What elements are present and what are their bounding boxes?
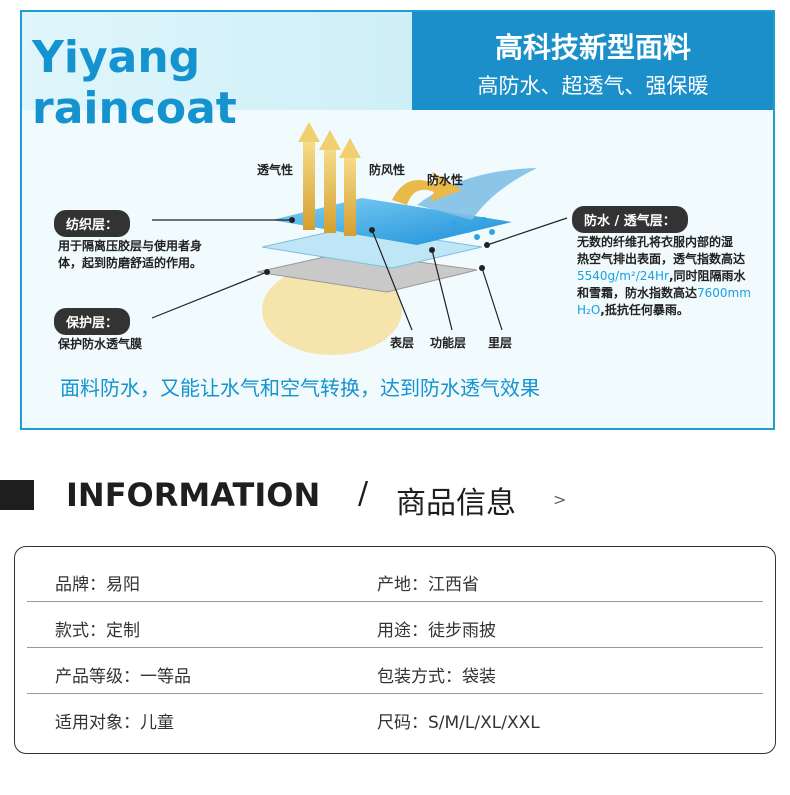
h2o-unit: H₂O xyxy=(577,303,601,317)
row-divider xyxy=(27,647,763,648)
headline-title: 高科技新型面料 xyxy=(494,31,691,64)
product-info-table: 品牌：易阳 产地：江西省 款式：定制 用途：徒步雨披 产品等级：一等品 包装方式… xyxy=(14,546,776,754)
textile-desc-line1: 用于隔离压胶层与使用者身 xyxy=(58,239,203,253)
function-layer-shape xyxy=(261,226,483,269)
row-divider xyxy=(27,693,763,694)
info-style: 款式：定制 xyxy=(55,621,140,641)
info-brand: 品牌：易阳 xyxy=(55,575,140,595)
info-title-cn: 商品信息 xyxy=(396,486,516,521)
table-row: 款式：定制 用途：徒步雨披 xyxy=(27,603,763,649)
info-grade: 产品等级：一等品 xyxy=(55,667,191,687)
fabric-caption: 面料防水，又能让水气和空气转换，达到防水透气效果 xyxy=(60,376,540,400)
label-breathability: 透气性 xyxy=(257,163,294,177)
table-row: 适用对象：儿童 尺码：S/M/L/XL/XXL xyxy=(27,695,763,741)
info-title-slash: / xyxy=(358,476,369,511)
wp-desc-line5: H₂O,抵抗任何暴雨。 xyxy=(577,303,689,317)
brand-name: Yiyang raincoat xyxy=(32,32,237,134)
tag-textile-layer: 纺织层： xyxy=(54,210,131,237)
tag-protection-layer: 保护层： xyxy=(54,308,131,335)
wind-deflect-arrow xyxy=(392,172,462,205)
water-drops xyxy=(451,217,495,240)
chevron-right-icon: > xyxy=(553,490,567,509)
breathability-arrows xyxy=(298,122,361,236)
textile-desc-line2: 体，起到防磨舒适的作用。 xyxy=(58,256,203,270)
wp-desc-line4: 和雪霜，防水指数高达7600mm xyxy=(577,286,751,300)
wp-desc-line1: 无数的纤维孔将衣服内部的湿 xyxy=(577,235,734,249)
label-waterproof: 防水性 xyxy=(427,173,464,187)
tag-waterproof-layer: 防水 / 透气层： xyxy=(572,206,688,233)
row-divider xyxy=(27,601,763,602)
table-row: 品牌：易阳 产地：江西省 xyxy=(27,557,763,603)
headline-block: 高科技新型面料 高防水、超透气、强保暖 xyxy=(412,12,773,110)
water-wave-shape xyxy=(417,168,537,220)
headline-subtitle: 高防水、超透气、强保暖 xyxy=(477,74,709,98)
wp-desc-line3: 5540g/m²/24Hr,同时阻隔雨水 xyxy=(577,269,746,283)
label-outer-layer: 表层 xyxy=(390,336,415,350)
layer-illustration xyxy=(151,122,568,355)
info-usage: 用途：徒步雨披 xyxy=(377,621,496,641)
table-row: 产品等级：一等品 包装方式：袋装 xyxy=(27,649,763,695)
breath-index: 5540g/m²/24Hr xyxy=(577,269,669,283)
waterproof-index: 7600mm xyxy=(697,286,751,300)
wp-desc-line2: 热空气排出表面，透气指数高达 xyxy=(577,252,746,266)
leader-lines xyxy=(151,217,568,331)
fabric-panel: Yiyang raincoat 高科技新型面料 高防水、超透气、强保暖 xyxy=(20,10,775,430)
fabric-layer-diagram: 透气性 防风性 防水性 纺织层： 用于隔离压胶层与使用者身 体，起到防磨舒适的作… xyxy=(22,110,773,360)
info-header-bar xyxy=(0,480,34,510)
label-windproof: 防风性 xyxy=(369,163,406,177)
brand-block: Yiyang raincoat xyxy=(22,12,412,134)
label-inner-layer: 里层 xyxy=(488,336,513,350)
protection-desc: 保护防水透气膜 xyxy=(58,337,143,351)
leader-dots xyxy=(264,217,490,275)
info-origin: 产地：江西省 xyxy=(377,575,479,595)
label-function-layer: 功能层 xyxy=(430,336,467,350)
info-target: 适用对象：儿童 xyxy=(55,713,174,733)
info-size: 尺码：S/M/L/XL/XXL xyxy=(377,713,540,733)
inner-layer-shape xyxy=(256,251,478,293)
info-title-en: INFORMATION xyxy=(66,476,321,514)
info-packaging: 包装方式：袋装 xyxy=(377,667,496,687)
